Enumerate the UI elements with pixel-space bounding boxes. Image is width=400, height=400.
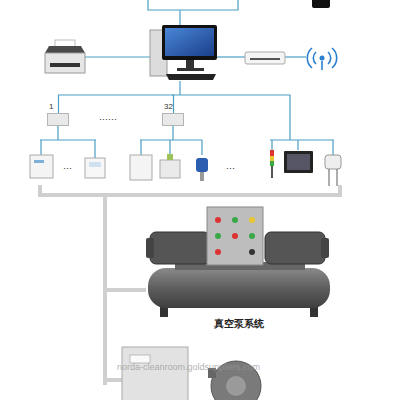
valve-body — [160, 160, 180, 178]
network-wire — [40, 0, 334, 158]
sensor-leg — [329, 169, 337, 186]
indicator — [249, 217, 255, 223]
pump-motor — [265, 232, 325, 264]
signal-light — [270, 156, 274, 161]
blower-hub — [226, 376, 246, 396]
valve-head — [167, 154, 173, 160]
network-wire — [217, 56, 245, 57]
signal-light — [270, 161, 274, 166]
monitor-stand — [186, 60, 194, 69]
indicator — [232, 233, 238, 239]
wifi-mast — [321, 61, 323, 70]
control-box — [207, 207, 263, 265]
network-wire — [85, 56, 150, 57]
touch-panel — [284, 151, 313, 173]
indicator — [232, 217, 238, 223]
sensor-box — [30, 155, 53, 178]
sensor-head — [325, 155, 341, 169]
network-wire — [179, 81, 180, 95]
sensor-display — [34, 160, 44, 163]
transmitter — [196, 158, 208, 172]
monitor-screen — [165, 28, 214, 56]
bracket-line — [105, 288, 146, 292]
printer-top — [45, 46, 85, 53]
router — [245, 52, 285, 64]
motor-cap — [321, 238, 329, 258]
keyboard — [166, 74, 216, 80]
panel-display — [89, 162, 101, 167]
motor-cap — [146, 238, 154, 258]
pump-tank — [148, 268, 330, 308]
wifi-dot — [320, 56, 325, 61]
bracket-line — [40, 185, 340, 195]
printer-slot — [50, 63, 80, 67]
ellipsis-mark: … — [226, 161, 235, 171]
panel-box — [85, 158, 105, 178]
signal-pole — [271, 166, 273, 178]
network-wire — [140, 126, 202, 158]
transmitter-stem — [200, 172, 204, 181]
system-caption: 真空泵系统 — [214, 317, 264, 331]
watermark: norda-cleanroom.goldsuppliers.com — [117, 362, 260, 372]
pump-motor — [150, 232, 210, 264]
io-module: 1 — [47, 113, 69, 126]
indicator — [249, 249, 255, 255]
bracket-line — [105, 378, 122, 382]
module-number: 32 — [164, 102, 173, 112]
network-wire — [179, 10, 180, 26]
router-body — [245, 52, 285, 64]
signal-light — [270, 150, 274, 166]
ellipsis-mark: … — [63, 161, 72, 171]
indicator — [215, 233, 221, 239]
module-number: 1 — [49, 102, 53, 112]
printer-body — [45, 53, 85, 73]
network-wire — [40, 126, 96, 158]
monitor-frame — [162, 25, 217, 60]
printer — [45, 40, 85, 73]
cabinet-plate — [130, 355, 150, 363]
bracket-line — [40, 185, 340, 385]
network-wire — [172, 95, 290, 140]
io-module: 32 — [162, 113, 184, 126]
phone-icon — [312, 0, 330, 8]
indicator — [215, 249, 221, 255]
controller-box — [130, 155, 152, 180]
network-wire — [148, 0, 238, 10]
ellipsis-mark: …… — [99, 112, 117, 122]
control-cabinet — [122, 347, 188, 400]
wifi-icon — [307, 48, 336, 70]
network-wire — [285, 56, 306, 57]
monitor-base — [177, 68, 204, 71]
bus-connector — [59, 95, 174, 113]
indicator — [249, 233, 255, 239]
router-strip — [250, 58, 280, 60]
vacuum-pump — [146, 207, 330, 317]
indicator — [215, 217, 221, 223]
computer — [150, 25, 217, 80]
touch-screen — [287, 154, 310, 170]
